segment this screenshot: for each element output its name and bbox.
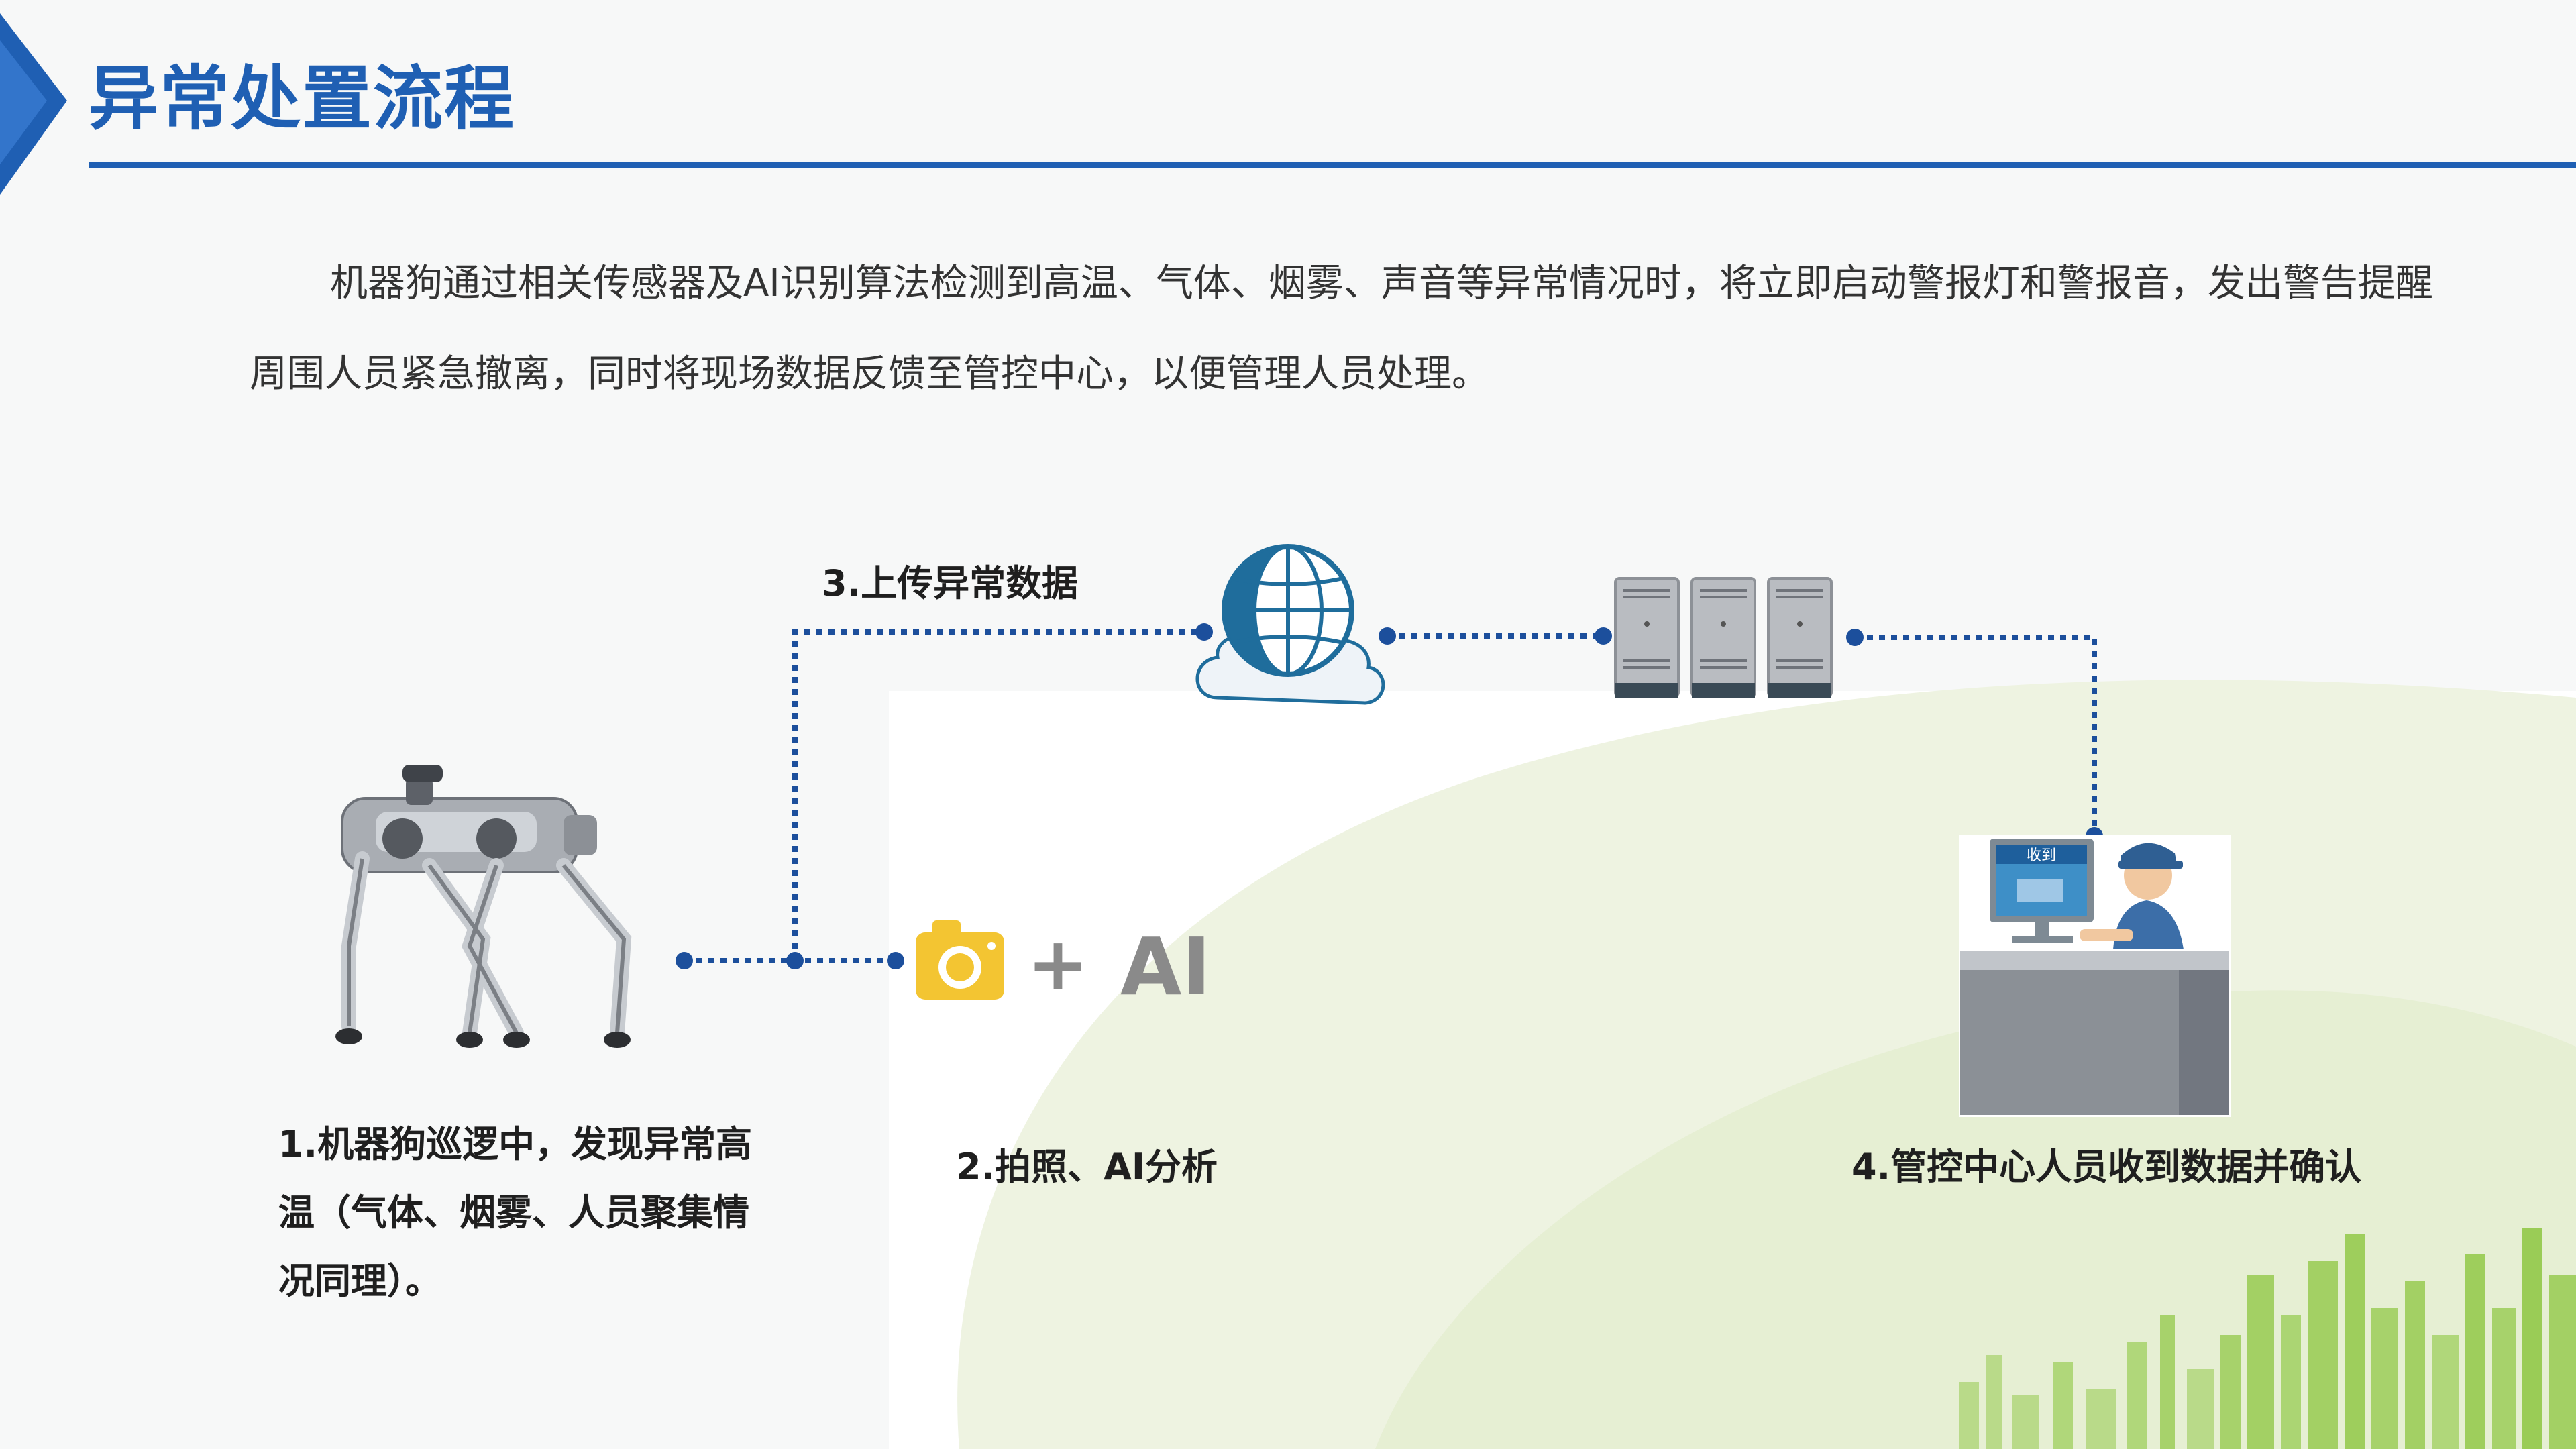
connector-branch-to-cloud bbox=[792, 629, 1204, 961]
corner-chevron-light bbox=[0, 40, 47, 164]
step4-label: 4.管控中心人员收到数据并确认 bbox=[1851, 1146, 2362, 1188]
page-title: 异常处置流程 bbox=[89, 58, 516, 140]
step2-label: 2.拍照、AI分析 bbox=[956, 1146, 1218, 1188]
step1-label: 1.机器狗巡逻中，发现异常高温（气体、烟雾、人员聚集情况同理）。 bbox=[278, 1123, 753, 1302]
city-skyline bbox=[1959, 1228, 2576, 1449]
step3-label: 3.上传异常数据 bbox=[822, 562, 1079, 604]
connector-nodes bbox=[676, 623, 2103, 969]
monitor-text: 收到 bbox=[2027, 847, 2056, 864]
green-wave-shape-inner bbox=[1375, 990, 2576, 1449]
plus-sign: + bbox=[1027, 921, 1089, 1007]
title-underline bbox=[89, 162, 2576, 168]
robot-dog-icon bbox=[335, 765, 632, 1048]
connectors bbox=[684, 629, 2097, 963]
camera-icon bbox=[916, 920, 1004, 1000]
intro-paragraph: 机器狗通过相关传感器及AI识别算法检测到高温、气体、烟雾、声音等异常情况时，将立… bbox=[250, 262, 2433, 396]
connector-servers-to-center bbox=[1855, 635, 2097, 836]
server-rack-icon bbox=[1614, 577, 1833, 698]
ai-text: AI bbox=[1120, 920, 1211, 1013]
operator-desk-icon: 收到 bbox=[1959, 835, 2231, 1117]
cloud-globe-icon bbox=[1195, 544, 1385, 705]
